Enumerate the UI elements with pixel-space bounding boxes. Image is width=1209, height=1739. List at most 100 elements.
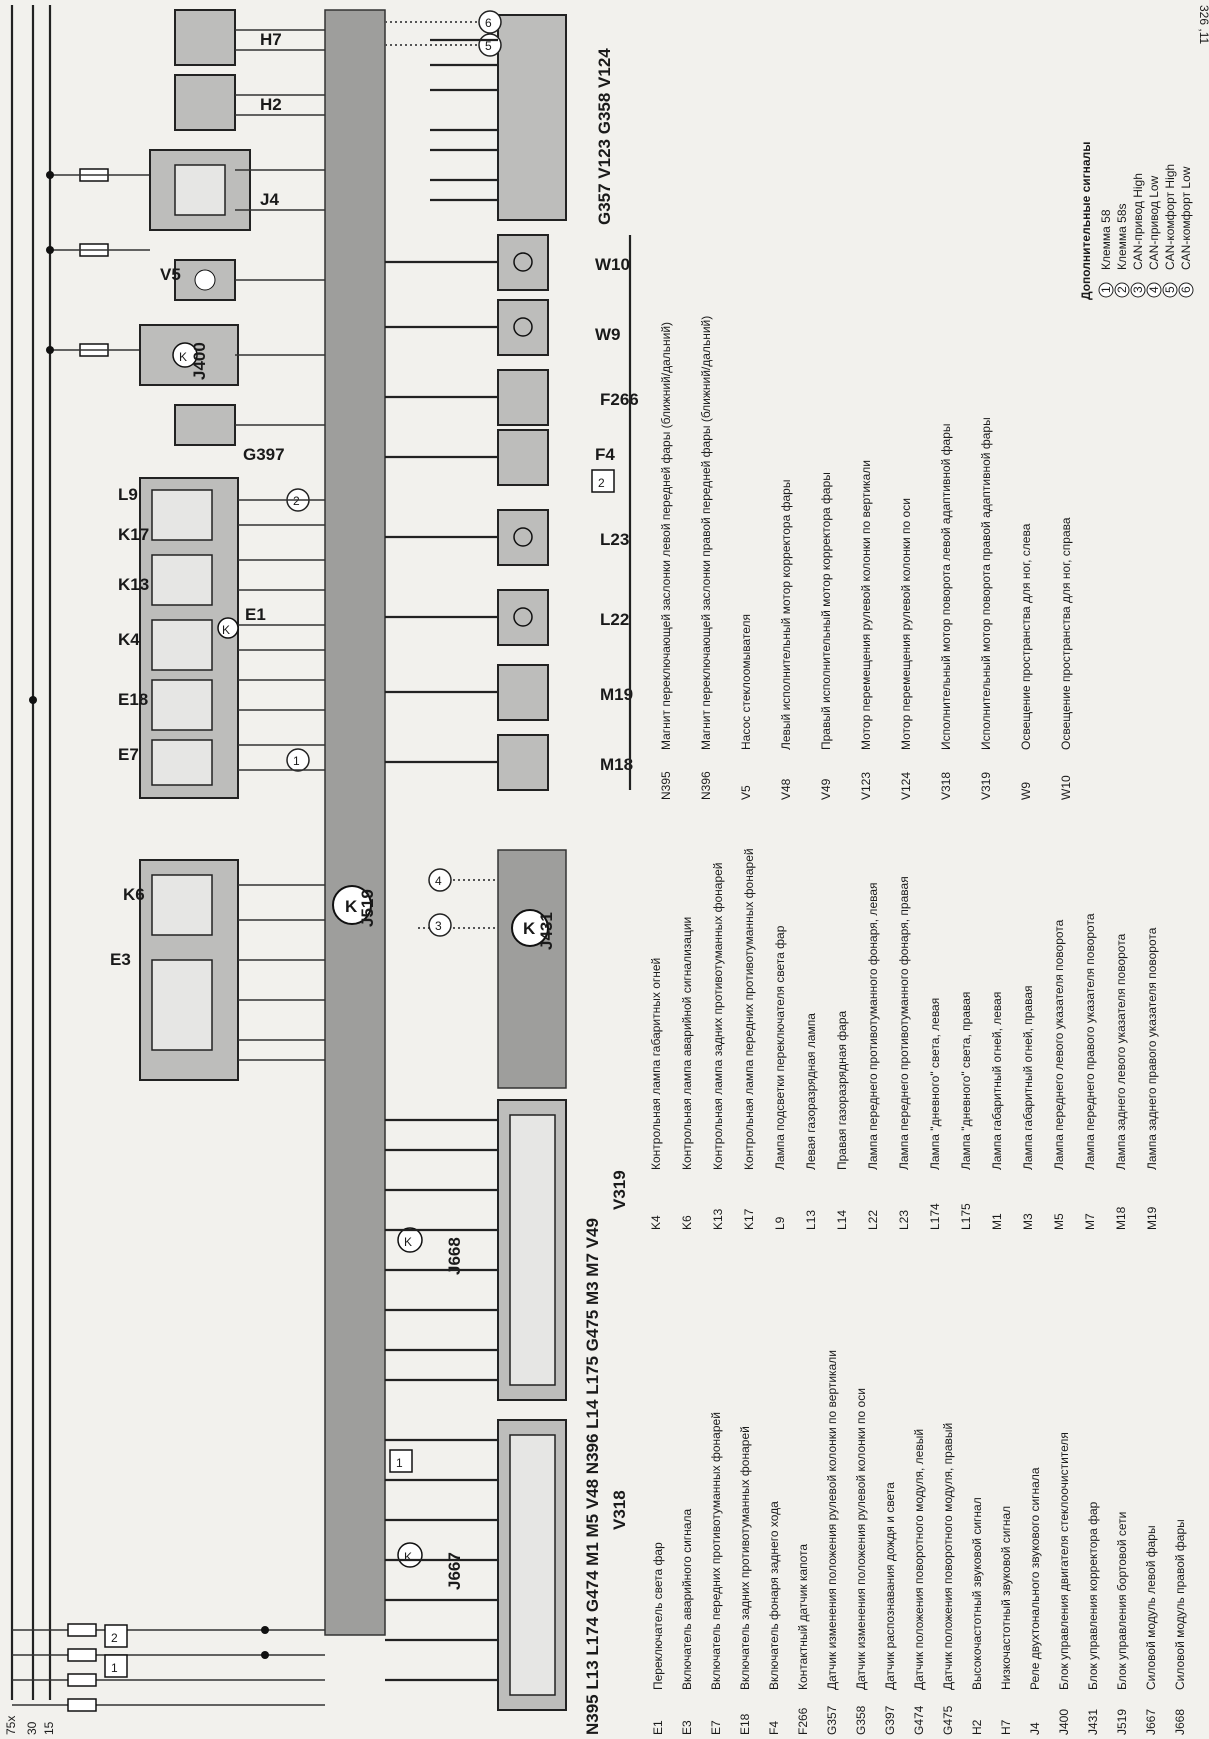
legend2-code: L175 — [959, 1203, 973, 1230]
label-j400: J400 — [190, 342, 209, 380]
legend2-code: K4 — [649, 1215, 663, 1230]
legend2-desc: Лампа переднего правого указателя поворо… — [1083, 913, 1097, 1170]
label-l9: L9 — [118, 485, 138, 504]
extra-signal-number: 2 — [1115, 286, 1129, 293]
extra-signal-number: 1 — [1099, 286, 1113, 293]
junction-dot — [29, 696, 37, 704]
label-w9: W9 — [595, 325, 621, 344]
extra-signal-text: CAN-комфорт Low — [1179, 166, 1193, 270]
label-h2: H2 — [260, 95, 282, 114]
legend1-desc: Датчик изменения положения рулевой колон… — [854, 1388, 868, 1690]
component-h2: H2 — [174, 74, 282, 131]
lower-components: M18 M19 L22 L23 F4 2 F266 W9 W10 — [497, 234, 639, 791]
component-g397: G397 — [174, 404, 285, 464]
label-f266: F266 — [600, 390, 639, 409]
legend1-code: H7 — [999, 1719, 1013, 1735]
legend2-desc: Контрольная лампа габаритных огней — [649, 958, 663, 1170]
label-v318: V318 — [610, 1490, 629, 1530]
terminal-1: 1 — [111, 1661, 118, 1675]
legend3-desc: Магнит переключающей заслонки левой пере… — [659, 322, 673, 750]
extra-signal-number: 3 — [1131, 286, 1145, 293]
label-g397: G397 — [243, 445, 285, 464]
label-j667: J667 — [445, 1552, 464, 1590]
legend2-code: L9 — [773, 1216, 787, 1230]
legend2-code: L23 — [897, 1210, 911, 1230]
bottom-component-labels: N395 L13 L174 G474 M1 M5 V48 N396 L14 L1… — [583, 1170, 629, 1735]
legend2-desc: Контрольная лампа аварийной сигнализации — [680, 917, 694, 1170]
legend3-code: V5 — [739, 785, 753, 800]
label-g357-row: G357 V123 G358 V124 — [595, 48, 614, 225]
legend1-code: E3 — [680, 1720, 694, 1735]
j400-k-symbol: K — [179, 350, 187, 364]
legend1-code: E7 — [709, 1720, 723, 1735]
legend1-desc: Переключатель света фар — [651, 1542, 665, 1690]
e1-k-symbol: K — [222, 623, 230, 637]
ecu-j431: K J431 — [497, 849, 567, 1089]
label-e7: E7 — [118, 745, 139, 764]
ecu-j519: K J519 — [324, 9, 386, 1636]
legend3-code: V49 — [819, 778, 833, 800]
label-l22: L22 — [600, 610, 629, 629]
legend2-desc: Контрольная лампа задних противотуманных… — [711, 863, 725, 1171]
legend3-code: N395 — [659, 771, 673, 800]
legend3-code: V319 — [979, 772, 993, 800]
legend3-desc: Мотор перемещения рулевой колонки по оси — [899, 498, 913, 750]
label-h7: H7 — [260, 30, 282, 49]
label-m19: M19 — [600, 685, 633, 704]
legend3-code: V318 — [939, 772, 953, 800]
legend1-desc: Датчик положения поворотного модуля, лев… — [912, 1429, 926, 1690]
legend2-desc: Лампа переднего противотуманного фонаря,… — [866, 882, 880, 1170]
legend3-desc: Насос стеклоомывателя — [739, 614, 753, 750]
label-v5: V5 — [160, 265, 181, 284]
extra-signal-text: CAN-привод Low — [1147, 175, 1161, 270]
j668-k-symbol: K — [404, 1235, 412, 1249]
legend2-desc: Лампа переднего левого указателя поворот… — [1052, 919, 1066, 1170]
legend1-code: J4 — [1028, 1722, 1042, 1735]
legend1-desc: Силовой модуль правой фары — [1173, 1519, 1187, 1690]
legend2-code: K17 — [742, 1208, 756, 1230]
component-j4: J4 — [149, 149, 279, 231]
extra-signal-circle — [1114, 282, 1130, 298]
legend2-desc: Лампа заднего левого указателя поворота — [1114, 933, 1128, 1170]
label-k13: K13 — [118, 575, 149, 594]
label-bottom-row: N395 L13 L174 G474 M1 M5 V48 N396 L14 L1… — [583, 1218, 602, 1735]
extra-signal-number: 4 — [1147, 286, 1161, 293]
legend2-desc: Левая газоразрядная лампа — [804, 1013, 818, 1170]
legend2-desc: Лампа "дневного" света, левая — [928, 998, 942, 1170]
legend1-desc: Датчик распознавания дождя и света — [883, 1482, 897, 1690]
fuse — [67, 1673, 97, 1687]
fuse — [67, 1648, 97, 1662]
terminal-2-f4: 2 — [598, 476, 605, 490]
label-j668: J668 — [445, 1237, 464, 1275]
legend1-desc: Силовой модуль левой фары — [1144, 1525, 1158, 1690]
legend2-code: M7 — [1083, 1213, 1097, 1230]
j519-label: J519 — [358, 889, 377, 927]
steering-column-motors: G357 V123 G358 V124 6 5 — [385, 10, 614, 225]
legend1-code: J400 — [1057, 1709, 1071, 1735]
j667-k-symbol: K — [404, 1550, 412, 1564]
extra-signal-circle — [1130, 282, 1146, 298]
label-w10: W10 — [595, 255, 630, 274]
legend3-desc: Освещение пространства для ног, слева — [1019, 523, 1033, 750]
legend2-desc: Контрольная лампа передних противотуманн… — [742, 848, 756, 1170]
legend1-code: J519 — [1115, 1709, 1129, 1735]
legend1-desc: Датчик положения поворотного модуля, пра… — [941, 1423, 955, 1690]
extra-signal-circle — [1098, 282, 1114, 298]
label-k17: K17 — [118, 525, 149, 544]
circle-6: 6 — [485, 16, 492, 30]
switch-e3-k6: E3 K6 — [110, 859, 239, 1081]
legend1-desc: Реле двухтонального звукового сигнала — [1028, 1467, 1042, 1690]
legend3-desc: Освещение пространства для ног, справа — [1059, 517, 1073, 750]
legend1-desc: Контактный датчик капота — [796, 1544, 810, 1690]
label-m18: M18 — [600, 755, 633, 774]
legend1-code: G357 — [825, 1705, 839, 1735]
legend1-desc: Высокочастотный звуковой сигнал — [970, 1497, 984, 1690]
can-lines-j431: 3 4 — [418, 868, 498, 937]
headlight-module-j668: K J668 — [397, 1099, 567, 1401]
legend1-desc: Низкочастотный звуковой сигнал — [999, 1506, 1013, 1690]
extra-signal-circle — [1162, 282, 1178, 298]
legend2-code: L13 — [804, 1210, 818, 1230]
legend2-desc: Лампа подсветки переключателя света фар — [773, 925, 787, 1170]
